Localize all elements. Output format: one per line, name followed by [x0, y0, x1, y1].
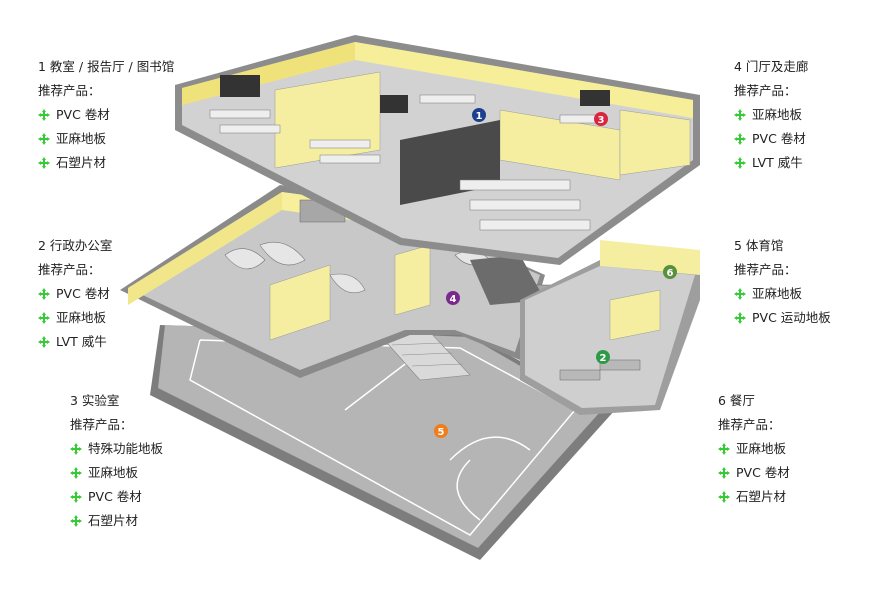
green-arrows-icon [38, 133, 50, 145]
green-arrows-icon [38, 109, 50, 121]
product-label: 特殊功能地板 [88, 441, 164, 456]
product-item: 亚麻地板 [734, 103, 808, 127]
product-item: PVC 卷材 [38, 282, 112, 306]
product-label: 亚麻地板 [752, 286, 803, 301]
product-item: 石塑片材 [718, 485, 790, 509]
product-item: PVC 卷材 [38, 103, 174, 127]
section-subtitle: 推荐产品： [718, 417, 781, 432]
product-label: PVC 卷材 [88, 489, 142, 504]
legend-section-1: 1 教室 / 报告厅 / 图书馆 推荐产品： PVC 卷材 亚麻地板 石塑片材 [38, 55, 174, 175]
product-item: 特殊功能地板 [70, 437, 163, 461]
product-item: 亚麻地板 [70, 461, 163, 485]
green-arrows-icon [38, 157, 50, 169]
product-item: PVC 卷材 [70, 485, 163, 509]
product-item: 石塑片材 [70, 509, 163, 533]
green-arrows-icon [734, 157, 746, 169]
product-label: 石塑片材 [88, 513, 139, 528]
product-item: PVC 卷材 [718, 461, 790, 485]
product-label: 亚麻地板 [736, 441, 787, 456]
section-subtitle: 推荐产品： [38, 83, 101, 98]
green-arrows-icon [38, 312, 50, 324]
dining-area [520, 240, 700, 415]
product-item: 亚麻地板 [734, 282, 831, 306]
green-arrows-icon [734, 312, 746, 324]
green-arrows-icon [38, 288, 50, 300]
green-arrows-icon [734, 133, 746, 145]
product-label: LVT 威牛 [752, 155, 803, 170]
green-arrows-icon [718, 443, 730, 455]
product-label: 亚麻地板 [752, 107, 803, 122]
product-label: 亚麻地板 [88, 465, 139, 480]
product-label: 亚麻地板 [56, 131, 107, 146]
section-subtitle: 推荐产品： [70, 417, 133, 432]
green-arrows-icon [70, 491, 82, 503]
section-subtitle: 推荐产品： [734, 83, 797, 98]
legend-section-6: 6 餐厅 推荐产品： 亚麻地板 PVC 卷材 石塑片材 [718, 389, 790, 509]
top-floor [175, 35, 700, 265]
product-item: 石塑片材 [38, 151, 174, 175]
svg-text:6: 6 [667, 268, 674, 279]
green-arrows-icon [718, 491, 730, 503]
green-arrows-icon [38, 336, 50, 348]
product-label: 石塑片材 [736, 489, 787, 504]
product-label: PVC 卷材 [56, 286, 110, 301]
section-title: 4 门厅及走廊 [734, 59, 809, 74]
svg-text:4: 4 [450, 294, 457, 305]
svg-text:2: 2 [600, 353, 607, 364]
svg-text:3: 3 [598, 115, 605, 126]
svg-text:1: 1 [476, 111, 483, 122]
badge-3: 3 [594, 112, 608, 126]
svg-text:5: 5 [438, 427, 445, 438]
product-label: PVC 卷材 [752, 131, 806, 146]
badge-6: 6 [663, 265, 677, 279]
product-label: 石塑片材 [56, 155, 107, 170]
product-label: PVC 卷材 [56, 107, 110, 122]
legend-section-2: 2 行政办公室 推荐产品： PVC 卷材 亚麻地板 LVT 威牛 [38, 234, 112, 354]
section-title: 1 教室 / 报告厅 / 图书馆 [38, 59, 175, 74]
product-item: PVC 卷材 [734, 127, 808, 151]
green-arrows-icon [718, 467, 730, 479]
legend-section-4: 4 门厅及走廊 推荐产品： 亚麻地板 PVC 卷材 LVT 威牛 [734, 55, 808, 175]
section-subtitle: 推荐产品： [734, 262, 797, 277]
product-item: LVT 威牛 [38, 330, 112, 354]
section-title: 2 行政办公室 [38, 238, 113, 253]
product-item: PVC 运动地板 [734, 306, 831, 330]
product-item: 亚麻地板 [718, 437, 790, 461]
green-arrows-icon [70, 443, 82, 455]
product-label: PVC 运动地板 [752, 310, 831, 325]
product-item: 亚麻地板 [38, 127, 174, 151]
section-title: 3 实验室 [70, 393, 120, 408]
section-subtitle: 推荐产品： [38, 262, 101, 277]
green-arrows-icon [70, 515, 82, 527]
badge-4: 4 [446, 291, 460, 305]
legend-section-5: 5 体育馆 推荐产品： 亚麻地板 PVC 运动地板 [734, 234, 831, 330]
product-label: 亚麻地板 [56, 310, 107, 325]
ground-floor [150, 325, 615, 560]
legend-section-3: 3 实验室 推荐产品： 特殊功能地板 亚麻地板 PVC 卷材 石塑片材 [70, 389, 163, 533]
badge-1: 1 [472, 108, 486, 122]
product-item: LVT 威牛 [734, 151, 808, 175]
section-title: 6 餐厅 [718, 393, 755, 408]
product-label: PVC 卷材 [736, 465, 790, 480]
green-arrows-icon [734, 288, 746, 300]
product-item: 亚麻地板 [38, 306, 112, 330]
section-title: 5 体育馆 [734, 238, 784, 253]
green-arrows-icon [734, 109, 746, 121]
green-arrows-icon [70, 467, 82, 479]
badge-2: 2 [596, 350, 610, 364]
product-label: LVT 威牛 [56, 334, 107, 349]
badge-5: 5 [434, 424, 448, 438]
